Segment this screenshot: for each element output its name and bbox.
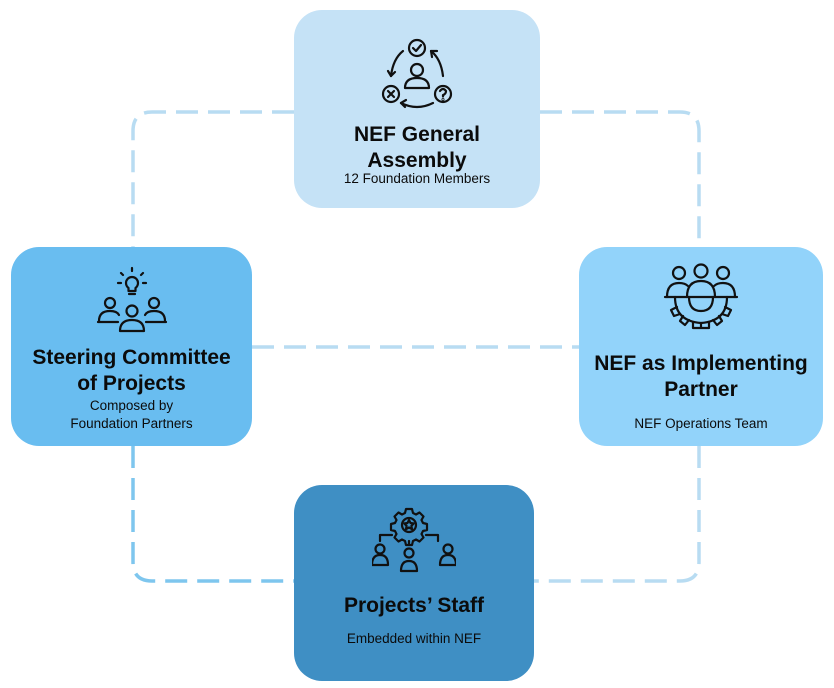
team-idea-icon xyxy=(94,265,170,335)
team-gear-icon xyxy=(663,263,739,335)
node-subtitle: NEF Operations Team xyxy=(634,416,768,431)
node-title: NEF General Assembly xyxy=(353,123,481,172)
node-title: Projects’ Staff xyxy=(343,594,485,617)
connector-right-bottom xyxy=(534,446,701,583)
node-subtitle: 12 Foundation Members xyxy=(343,171,491,186)
node-subtitle: Composed by Foundation Partners xyxy=(70,398,193,431)
node-steering-committee: Steering Committee of Projects Composed … xyxy=(11,247,252,446)
node-general-assembly: NEF General Assembly 12 Foundation Membe… xyxy=(294,10,540,208)
node-title: NEF as Implementing Partner xyxy=(594,352,808,401)
connector-left-bottom xyxy=(131,446,294,583)
decision-cycle-icon xyxy=(381,38,453,110)
connector-top xyxy=(131,110,294,247)
node-subtitle: Embedded within NEF xyxy=(346,631,482,646)
node-projects-staff: Projects’ Staff Embedded within NEF xyxy=(294,485,534,681)
connector-top-right xyxy=(540,110,701,247)
node-title: Steering Committee of Projects xyxy=(32,346,231,395)
staff-hierarchy-icon xyxy=(372,505,456,577)
node-implementing-partner: NEF as Implementing Partner NEF Operatio… xyxy=(579,247,823,446)
